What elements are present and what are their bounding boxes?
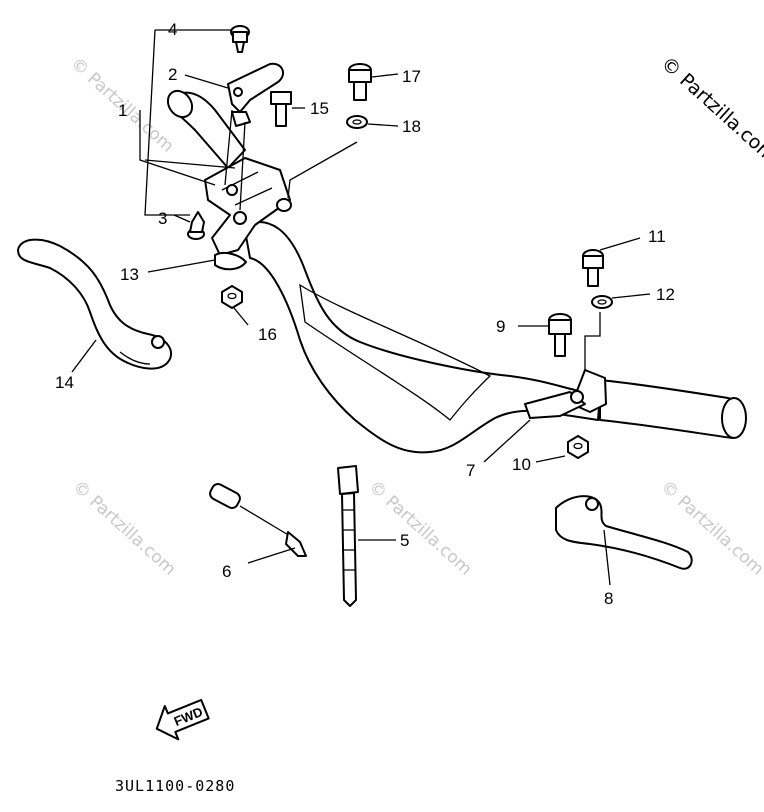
callout-10: 10 bbox=[512, 455, 531, 474]
watermark-mid-left: © Partzilla.com bbox=[69, 477, 180, 580]
callout-15: 15 bbox=[310, 99, 329, 118]
part-9-bolt bbox=[548, 313, 572, 357]
callout-9: 9 bbox=[496, 317, 505, 336]
callout-17: 17 bbox=[402, 67, 421, 86]
part-15-bolt bbox=[270, 91, 292, 127]
part-18-washer bbox=[346, 115, 368, 129]
callout-labels: 4 2 1 3 13 16 15 17 18 14 6 5 8 9 10 7 1… bbox=[55, 20, 675, 608]
fwd-arrow-icon: FWD bbox=[155, 698, 210, 741]
part-4-screw bbox=[230, 25, 250, 53]
callout-16: 16 bbox=[258, 325, 277, 344]
handlebar bbox=[166, 89, 747, 454]
callout-2: 2 bbox=[168, 65, 177, 84]
watermark-top-right: © Partzilla.com bbox=[657, 52, 764, 166]
diagram-code: 3UL1100-0280 bbox=[115, 777, 235, 795]
part-10-nut bbox=[567, 435, 589, 459]
part-5-cable-tie bbox=[337, 465, 359, 607]
callout-1: 1 bbox=[118, 101, 127, 120]
part-14-clutch-lever bbox=[17, 238, 173, 370]
part-8-brake-lever bbox=[555, 495, 693, 570]
part-16-nut bbox=[221, 285, 243, 309]
callout-7: 7 bbox=[466, 461, 475, 480]
callout-13: 13 bbox=[120, 265, 139, 284]
callout-11: 11 bbox=[648, 227, 666, 246]
callout-8: 8 bbox=[604, 589, 613, 608]
part-12-washer bbox=[591, 295, 613, 309]
part-3-screw bbox=[187, 211, 205, 240]
watermark-mid-center: © Partzilla.com bbox=[365, 477, 476, 580]
callout-3: 3 bbox=[158, 209, 167, 228]
part-17-bolt bbox=[348, 63, 372, 101]
leader-lines bbox=[71, 29, 651, 586]
callout-14: 14 bbox=[55, 373, 74, 392]
callout-6: 6 bbox=[222, 562, 231, 581]
callout-12: 12 bbox=[656, 285, 675, 304]
callout-5: 5 bbox=[400, 531, 409, 550]
callout-18: 18 bbox=[402, 117, 421, 136]
part-11-bolt bbox=[582, 249, 604, 287]
part-6-cable-adjuster bbox=[209, 483, 307, 557]
callout-4: 4 bbox=[168, 20, 177, 39]
